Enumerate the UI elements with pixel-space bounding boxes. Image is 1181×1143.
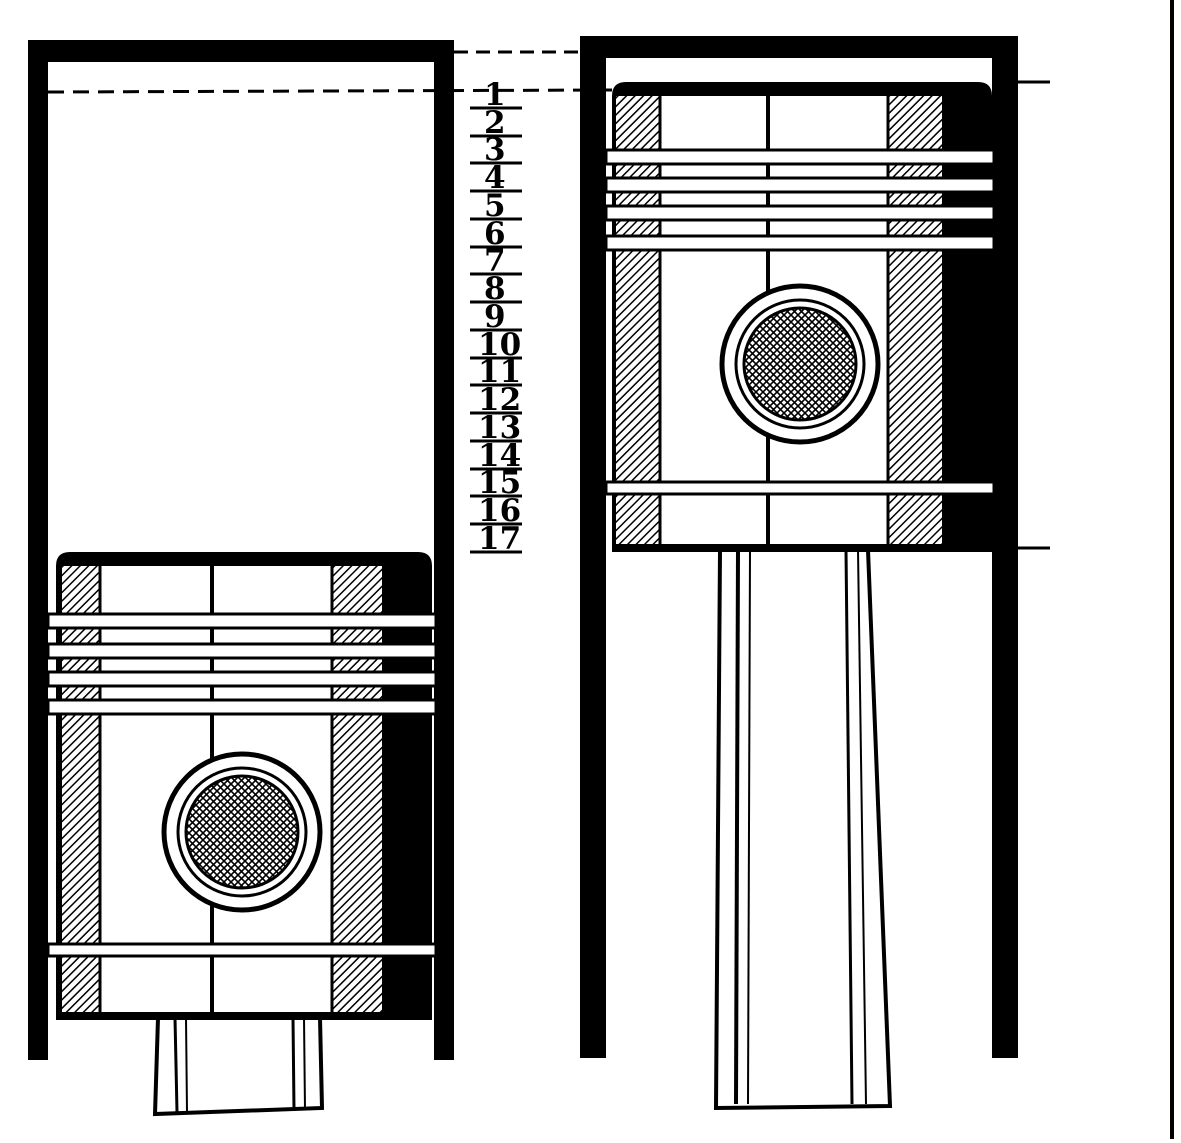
scale-label: 13 [478, 410, 521, 446]
scale-label: 2 [484, 105, 506, 141]
reference-lines [47, 50, 613, 94]
left-connecting-rod [152, 1016, 325, 1117]
left-cylinder [28, 40, 454, 1060]
left-piston [46, 552, 438, 1020]
scale-label: 17 [478, 521, 521, 557]
scale-label: 12 [478, 382, 521, 418]
scale-label: 1 [484, 77, 506, 113]
scale-label: 10 [478, 327, 521, 363]
scale-label: 6 [484, 216, 506, 252]
scale-label: 5 [484, 188, 506, 224]
scale-label: 4 [484, 160, 506, 196]
right-connecting-rod [713, 548, 893, 1111]
scale-label: 16 [478, 493, 521, 529]
scale-label: 8 [484, 271, 506, 307]
right-cylinder [580, 36, 1050, 1058]
scale-label: 11 [478, 354, 521, 390]
scale-label: 14 [478, 438, 521, 474]
scale-label: 7 [484, 243, 506, 279]
scale-label: 15 [478, 465, 521, 501]
right-piston [604, 82, 996, 552]
scale-label: 9 [484, 299, 506, 335]
scale-label: 3 [484, 132, 506, 168]
